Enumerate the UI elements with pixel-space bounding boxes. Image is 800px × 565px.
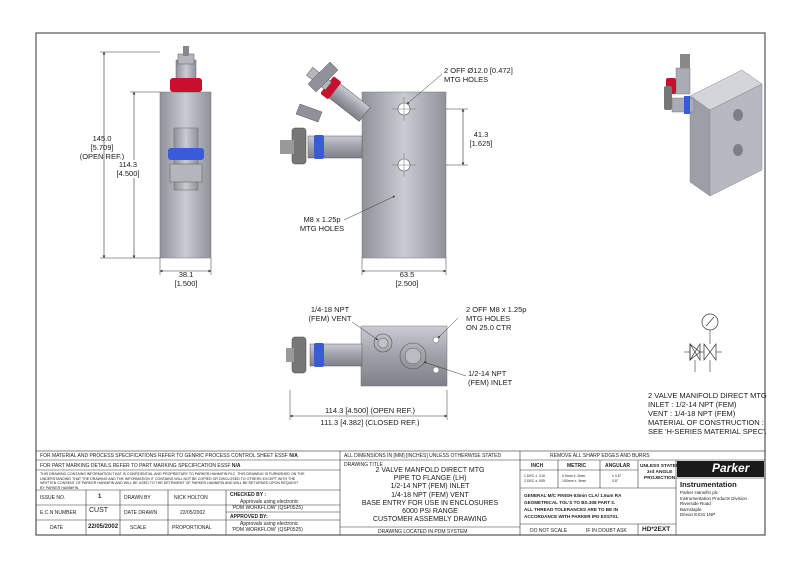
approved-line-2: 'PDM WORKFLOW' (QSP0525) xyxy=(232,527,303,533)
company-address: Parker Hannifin plc Instrumentation Prod… xyxy=(680,490,748,518)
tol-angular-header: ANGULAR xyxy=(605,463,630,469)
drawn-by-value: NICK HOLTON xyxy=(174,495,208,501)
isometric-view xyxy=(664,54,763,197)
parker-logo-bg xyxy=(677,461,764,477)
scale-value: PROPORTIONAL xyxy=(172,525,212,531)
approved-line-1: Approvals using electronic xyxy=(240,521,299,527)
front-hole-spacing: 41.3 [1.625] xyxy=(469,130,493,148)
checked-line-1: Approvals using electronic xyxy=(240,499,299,505)
drawing-title-label: DRAWING TITLE xyxy=(344,462,383,468)
side-overall-height: 145.0 [5.709] (OPEN REF.) xyxy=(79,134,125,161)
marking-line: FOR PART MARKING DETAILS REFER TO PART M… xyxy=(40,463,241,469)
plan-vent-label: 1/4-18 NPT (FEM) VENT xyxy=(308,305,352,323)
schematic-symbol xyxy=(684,313,722,372)
front-view xyxy=(280,61,468,275)
side-width: 38.1 [1.500] xyxy=(174,270,198,288)
plan-length-open: 114.3 [4.500] (OPEN REF.) xyxy=(325,406,415,415)
plan-mtg-label: 2 OFF M8 x 1.25p MTG HOLES ON 25.0 CTR xyxy=(466,305,527,332)
date-label: DATE xyxy=(50,525,63,531)
date-drawn-label: DATE DRAWN xyxy=(124,510,158,516)
pdm-note: DRAWING LOCATED IN PDM SYSTEM xyxy=(378,529,468,535)
plan-length-closed: 111.3 [4.382] (CLOSED REF.) xyxy=(320,418,420,427)
front-width: 63.5 [2.500] xyxy=(395,270,419,288)
remove-burrs-note: REMOVE ALL SHARP EDGES AND BURRS xyxy=(550,453,650,459)
side-view xyxy=(100,46,212,275)
if-in-doubt: IF IN DOUBT ASK xyxy=(586,528,627,534)
finish-notes: GENERAL M/C FINISH 63min CLA/ 1.6um RA G… xyxy=(524,493,622,519)
scale-label: SCALE xyxy=(130,525,147,531)
issue-value: 1 xyxy=(98,494,102,500)
checked-line-2: 'PDM WORKFLOW' (QSP0525) xyxy=(232,505,303,511)
date-value: 22/05/2002 xyxy=(88,524,119,530)
front-thread-label: M8 x 1.25p MTG HOLES xyxy=(299,215,345,233)
side-body-height: 114.3 [4.500] xyxy=(108,160,148,178)
tol-inch-header: INCH xyxy=(531,463,544,469)
do-not-scale: DO NOT SCALE xyxy=(530,528,568,534)
drawing-number: HD*2EXT xyxy=(642,526,671,533)
issue-label: ISSUE NO. xyxy=(40,495,66,501)
date-drawn-value: 22/05/2002 xyxy=(180,510,206,516)
drawn-by-label: DRAWN BY xyxy=(124,495,151,501)
confidentiality-notice: THIS DRAWING CONTAINS INFORMATION THAT I… xyxy=(40,472,305,490)
front-mtg-holes-label: 2 OFF Ø12.0 [0.472] MTG HOLES xyxy=(444,66,513,84)
tol-angular-values: ± 0.5°0.5° xyxy=(612,474,622,483)
title-block-grid xyxy=(35,450,766,536)
plan-view xyxy=(286,317,467,420)
approved-label: APPROVED BY: xyxy=(230,514,268,520)
parker-logo: Parker xyxy=(712,461,750,475)
ecn-value: CUST xyxy=(89,507,109,514)
tol-metric-header: METRIC xyxy=(567,463,587,469)
plan-inlet-label: 1/2-14 NPT (FEM) INLET xyxy=(468,369,513,387)
division-name: Instrumentation xyxy=(680,480,737,489)
dims-note: ALL DIMENSIONS IN [MM] [INCHES] UNLESS O… xyxy=(344,453,502,459)
ecn-label: E.C.N NUMBER xyxy=(40,510,77,516)
general-notes: 2 VALVE MANIFOLD DIRECT MTG INLET : 1/2-… xyxy=(648,391,767,436)
projection-note: UNLESS STATED 3rd ANGLE PROJECTION xyxy=(640,464,680,481)
spec-line: FOR MATERIAL AND PROCESS SPECIFICATIONS … xyxy=(40,453,298,459)
checked-label: CHECKED BY : xyxy=(230,492,267,498)
drawing-title: 2 VALVE MANFOLD DIRECT MTG PIPE TO FLANG… xyxy=(361,467,499,524)
